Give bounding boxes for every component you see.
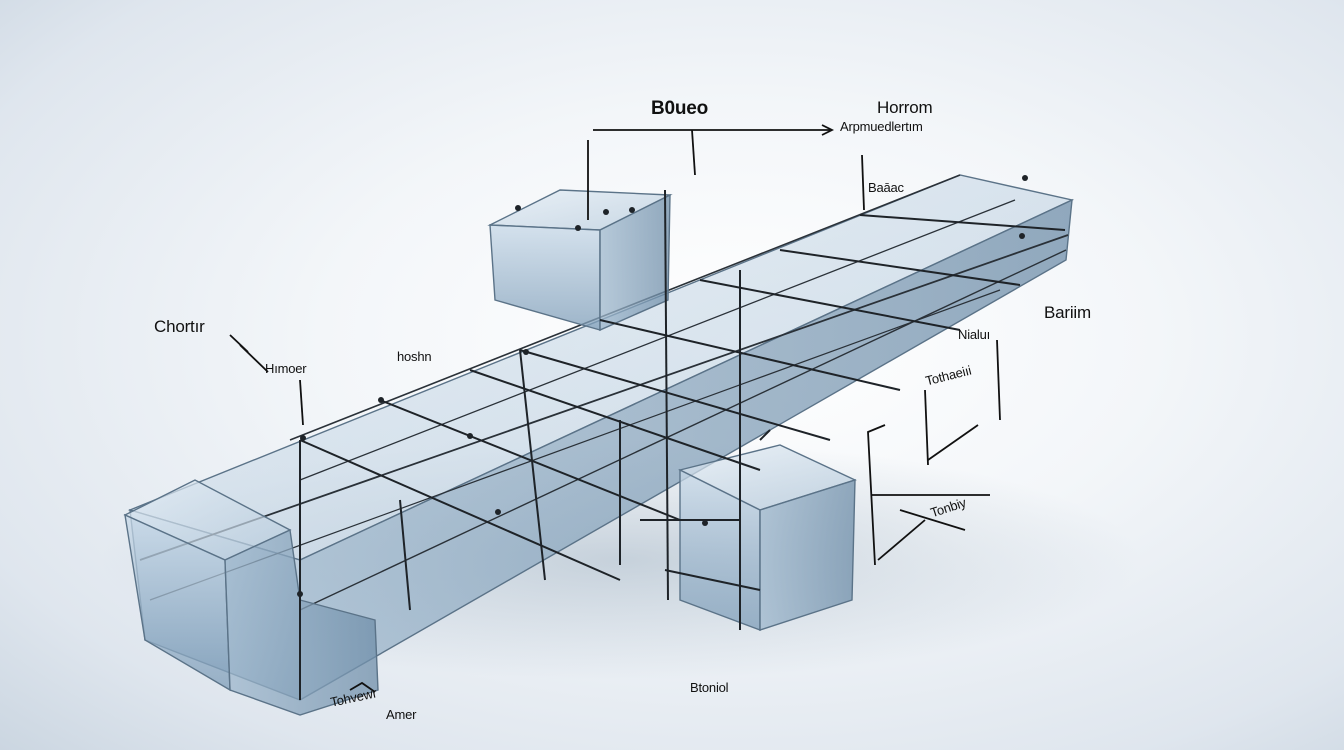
joint-node	[603, 209, 609, 215]
joint-node	[378, 397, 384, 403]
joint-node	[702, 520, 708, 526]
wire	[519, 349, 831, 441]
label-left: Chortır	[154, 317, 205, 336]
dimension-line	[877, 519, 926, 561]
joint-node	[467, 433, 473, 439]
label-left-sub: Hımoer	[265, 361, 307, 376]
dimension-line	[924, 389, 929, 466]
leader-line	[349, 681, 376, 693]
dimension-line	[996, 339, 1001, 421]
label-top-center: B0ueo	[651, 98, 709, 119]
dimension-line	[899, 509, 966, 531]
wire	[519, 349, 546, 581]
wire	[699, 279, 961, 331]
wire	[299, 439, 621, 581]
wire	[379, 399, 681, 521]
label-right-mid: Nialuı	[958, 327, 991, 342]
joint-node	[629, 207, 635, 213]
joint-node	[523, 349, 529, 355]
annotations	[229, 124, 1001, 693]
wire	[664, 189, 669, 601]
dimension-line	[927, 424, 979, 461]
left-block	[123, 479, 379, 716]
beam-edge	[299, 249, 1067, 611]
leader-line	[229, 334, 269, 373]
label-top-right: Horrom	[877, 98, 933, 117]
arrow-head	[821, 124, 835, 136]
label-mid-left: hoshn	[397, 349, 432, 364]
rear-block	[487, 189, 673, 332]
dimension-line	[861, 154, 865, 211]
rear-block-side	[599, 193, 671, 332]
joint-node	[297, 591, 303, 597]
dimension-line	[299, 379, 304, 426]
beam-edge	[139, 234, 1069, 561]
joint-nodes	[297, 175, 1028, 597]
joint-node	[515, 205, 521, 211]
wire	[779, 249, 1021, 286]
dimension-bracket	[867, 424, 886, 566]
label-top-right-sub: Arpmuedlertım	[840, 119, 923, 134]
wire	[399, 499, 411, 611]
label-bottom-center: Btoniol	[690, 680, 729, 695]
joint-node	[1019, 233, 1025, 239]
joint-node	[495, 509, 501, 515]
dimension-line	[691, 129, 696, 176]
joint-node	[300, 435, 306, 441]
wire	[664, 569, 761, 591]
wire	[759, 429, 771, 441]
wire	[859, 214, 1066, 231]
label-right: Bariim	[1044, 303, 1091, 322]
left-block-side	[224, 528, 379, 716]
wire	[469, 369, 761, 471]
front-box	[677, 444, 857, 632]
wire	[599, 319, 901, 391]
cross-wires	[299, 189, 1066, 700]
joint-node	[1022, 175, 1028, 181]
rear-block-front	[489, 224, 601, 331]
label-upper-mid: Baāac	[868, 180, 904, 195]
label-bottom-left-sub: Amer	[386, 707, 417, 722]
beam-edge	[299, 199, 1016, 481]
joint-node	[575, 225, 581, 231]
